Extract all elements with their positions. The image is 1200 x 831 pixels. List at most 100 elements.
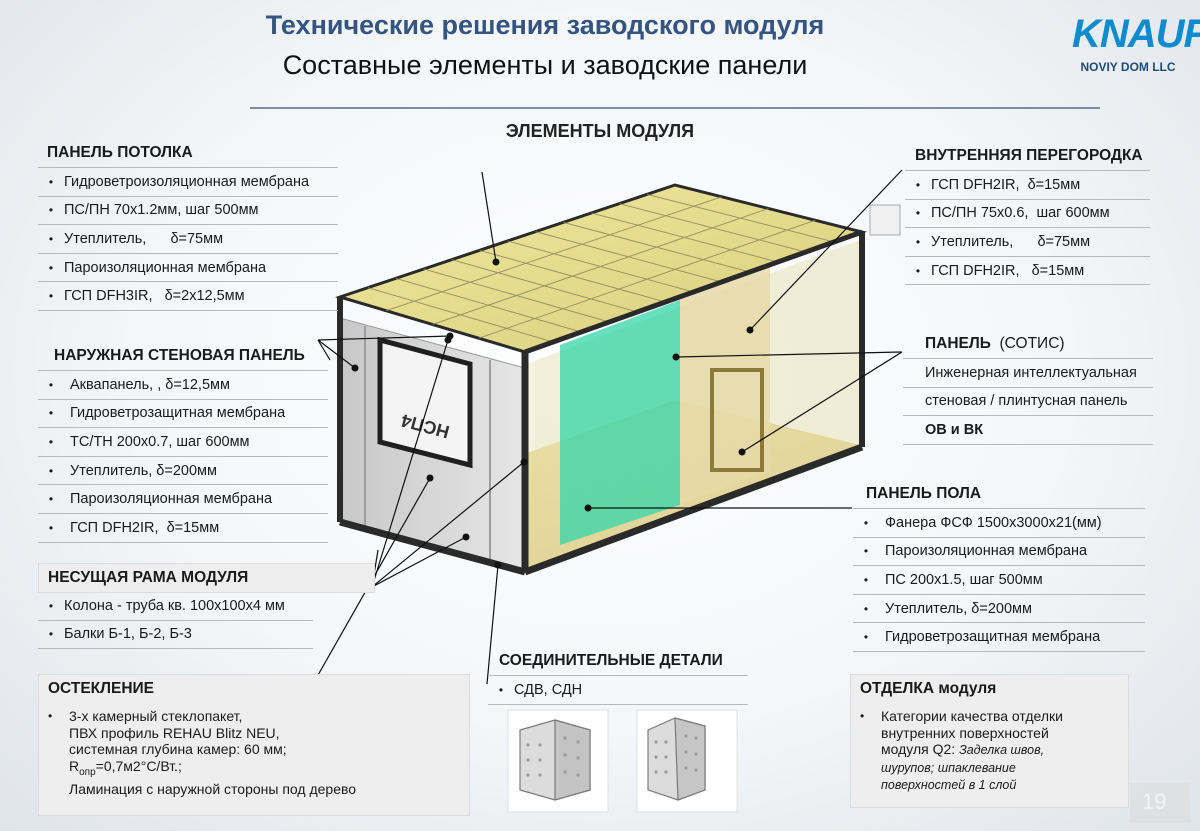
list-item: •Балки Б-1, Б-2, Б-3 (38, 621, 313, 650)
bullet-icon: • (863, 572, 869, 587)
connector-hole (684, 766, 688, 770)
list-item: •ГСП DFH2IR, δ=15мм (905, 170, 1150, 200)
list-item: •ПС/ПН 70х1.2мм, шаг 500мм (38, 197, 338, 226)
connector-hole (576, 740, 580, 744)
inner-door (710, 368, 764, 472)
connector-hole (684, 734, 688, 738)
list-item: •СДВ, СДН (488, 675, 748, 705)
finish-card (850, 674, 1129, 808)
bullet-icon: • (863, 601, 869, 616)
connector-hole (526, 743, 530, 747)
connector-hole (654, 770, 658, 774)
connector-hole (664, 770, 668, 774)
bullet-icon: • (915, 234, 921, 249)
logo-company: NOVIY DOM LLC (1080, 60, 1176, 74)
connector-hole (576, 756, 580, 760)
roof-grid-line (432, 208, 769, 325)
connector-hole (654, 755, 658, 759)
connector-hole (538, 773, 542, 777)
page-subtitle: Составные элементы и заводские панели (282, 50, 808, 80)
list-item: •ПС/ПН 75х0.6, шаг 600мм (905, 200, 1150, 229)
bullet-icon: • (863, 515, 869, 530)
bullet-icon: • (915, 206, 921, 221)
bullet-icon: • (48, 492, 54, 507)
finish-text: • Категории качества отделки внутренних … (860, 708, 1063, 792)
list-item: •Гидроветрозащитная мембрана (853, 623, 1145, 652)
bullet-icon: • (48, 231, 54, 246)
bullet-icon: • (498, 682, 504, 697)
connector-hole (538, 743, 542, 747)
bullet-icon: • (48, 463, 54, 478)
bullet-icon: • (860, 709, 865, 723)
list-item: Инженерная интеллектуальная (903, 358, 1153, 388)
floor-beam (339, 518, 526, 576)
outer-wall-title: НАРУЖНАЯ СТЕНОВАЯ ПАНЕЛЬ (54, 347, 305, 364)
frame-title: НЕСУЩАЯ РАМА МОДУЛЯ (48, 569, 249, 586)
bullet-icon: • (915, 263, 921, 278)
roof-grid-line (478, 219, 816, 339)
bullet-icon: • (863, 544, 869, 559)
connector-hole (526, 773, 530, 777)
partition-green (560, 300, 680, 545)
connector-sdn-icon (647, 717, 706, 801)
finish-title: ОТДЕЛКА модуля (860, 680, 997, 697)
bullet-icon: • (48, 434, 54, 449)
connector-hole (684, 750, 688, 754)
page-title: Технические решения заводского модуля (265, 10, 825, 40)
connector-hole (664, 755, 668, 759)
list-item: •Фанера ФСФ 1500х3000х21(мм) (853, 508, 1145, 538)
connector-hole (563, 753, 567, 757)
connector-hole (563, 770, 567, 774)
ceiling-panel-title: ПАНЕЛЬ ПОТОЛКА (47, 144, 193, 161)
connector-hole (694, 736, 698, 740)
ceiling-panel-list: •Гидроветроизоляционная мембрана •ПС/ПН … (38, 167, 338, 311)
list-item: стеновая / плинтусная панель (903, 388, 1153, 417)
list-item: •Колона - труба кв. 100х100х4 мм (38, 592, 313, 621)
list-item: •ГСП DFH2IR, δ=15мм (38, 514, 328, 543)
list-item: •ГСП DFH3IR, δ=2х12,5мм (38, 282, 338, 311)
module-elements-title: ЭЛЕМЕНТЫ МОДУЛЯ (505, 121, 695, 141)
connectors-title: СОЕДИНИТЕЛЬНЫЕ ДЕТАЛИ (499, 652, 723, 669)
bullet-icon: • (48, 406, 54, 421)
bullet-icon: • (863, 630, 869, 645)
connector-hole (654, 740, 658, 744)
list-item: •Пароизоляционная мембрана (38, 485, 328, 514)
list-item: •Гидроветроизоляционная мембрана (38, 167, 338, 197)
bullet-icon: • (48, 377, 54, 392)
list-item: •Пароизоляционная мембрана (853, 538, 1145, 567)
list-item: •Утеплитель, δ=200мм (853, 595, 1145, 624)
bullet-icon: • (915, 177, 921, 192)
page-number: 19 (1142, 789, 1167, 814)
list-item: •ТС/ТН 200х0.7, шаг 600мм (38, 428, 328, 457)
outer-wall-list: •Аквапанель, , δ=12,5мм •Гидроветрозащит… (38, 370, 328, 543)
connector-hole (563, 736, 567, 740)
page-number-box: 19 (1130, 783, 1190, 823)
partition-wall (680, 265, 770, 505)
title-divider (250, 107, 1100, 109)
bullet-icon: • (48, 289, 54, 304)
frame-title-card (38, 563, 375, 593)
sotis-panel-list: Инженерная интеллектуальная стеновая / п… (903, 358, 1153, 445)
sotis-panel-title: ПАНЕЛЬ (СОТИС) (925, 335, 1065, 352)
list-item: •Утеплитель, δ=200мм (38, 457, 328, 486)
connector-hole (664, 740, 668, 744)
bullet-icon: • (48, 260, 54, 275)
glazing-text: • 3-х камерный стеклопакет, ПВХ профиль … (48, 708, 357, 797)
thermal-resistance: Rопр=0,7м2°С/Вт.; (69, 757, 182, 778)
floor-panel-title: ПАНЕЛЬ ПОЛА (866, 485, 982, 502)
list-item: •ПС 200х1.5, шаг 500мм (853, 566, 1145, 595)
roof-grid-line (386, 196, 722, 312)
logo-wordmark: KNAUF (1072, 12, 1200, 56)
bullet-icon: • (48, 598, 54, 613)
bullet-icon: • (48, 174, 54, 189)
list-item: •Гидроветрозащитная мембрана (38, 400, 328, 429)
connector-hole (694, 752, 698, 756)
connector-hole (576, 773, 580, 777)
frame-list: •Колона - труба кв. 100х100х4 мм •Балки … (38, 592, 313, 650)
glazing-card (38, 674, 470, 816)
list-item: •ГСП DFH2IR, δ=15мм (905, 257, 1150, 286)
partition-list: •ГСП DFH2IR, δ=15мм •ПС/ПН 75х0.6, шаг 6… (905, 170, 1150, 286)
window-opening (377, 336, 473, 469)
connector-hole (526, 758, 530, 762)
